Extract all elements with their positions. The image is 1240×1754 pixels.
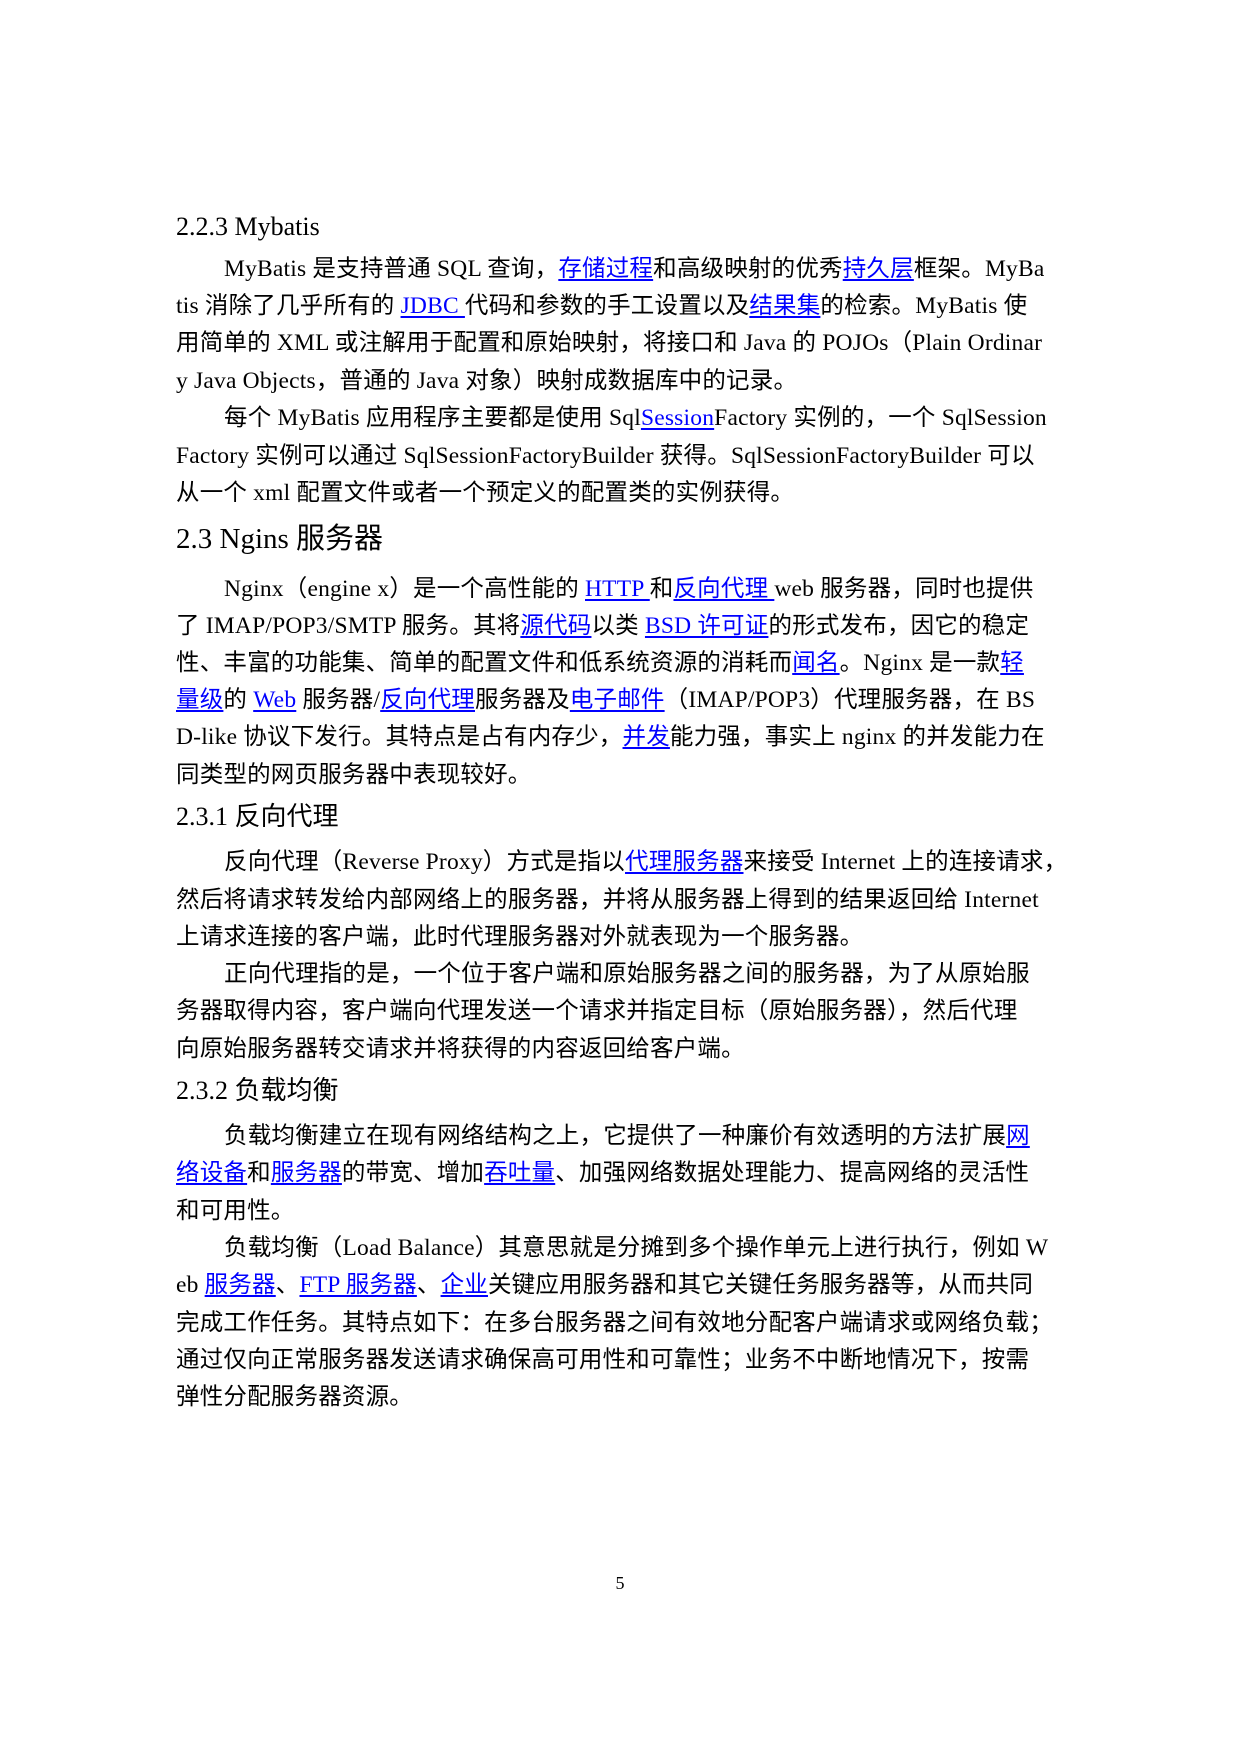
paragraph-line: 完成工作任务。其特点如下：在多台服务器之间有效地分配客户端请求或网络负载；: [176, 1310, 1053, 1336]
link-email[interactable]: 电子邮件: [569, 687, 665, 713]
link-web[interactable]: Web: [253, 687, 297, 713]
text-segment: 代码和参数的手工设置以及: [464, 293, 750, 319]
text-segment: 关键应用服务器和其它关键任务服务器等，从而共同: [487, 1272, 1034, 1298]
paragraph-line: MyBatis 是支持普通 SQL 查询，存储过程和高级映射的优秀持久层框架。M…: [224, 254, 1045, 284]
text-segment: 了 IMAP/POP3/SMTP 服务。其将: [176, 613, 521, 639]
paragraph-line: 务器取得内容，客户端向代理发送一个请求并指定目标（原始服务器），然后代理: [176, 998, 1018, 1024]
link-lightweight-part1[interactable]: 轻: [1000, 650, 1024, 676]
paragraph-line: 负载均衡建立在现有网络结构之上，它提供了一种廉价有效透明的方法扩展网: [224, 1121, 1030, 1151]
paragraph-line: 和可用性。: [176, 1198, 295, 1224]
text-segment: 反向代理（Reverse Proxy）方式是指以: [224, 849, 626, 875]
text-segment: 框架。MyBa: [913, 256, 1045, 282]
text-segment: D-like 协议下发行。其特点是占有内存少，: [176, 724, 623, 750]
paragraph-line: 性、丰富的功能集、简单的配置文件和低系统资源的消耗而闻名。Nginx 是一款轻: [176, 648, 1024, 678]
link-server-2[interactable]: 服务器: [204, 1272, 276, 1298]
paragraph-line: 负载均衡（Load Balance）其意思就是分摊到多个操作单元上进行执行，例如…: [224, 1235, 1049, 1261]
paragraph-line: Factory 实例可以通过 SqlSessionFactoryBuilder …: [176, 443, 1035, 469]
link-server[interactable]: 服务器: [270, 1160, 342, 1186]
link-source-code[interactable]: 源代码: [520, 613, 592, 639]
text-segment: 。Nginx 是一款: [839, 650, 1001, 676]
link-ftp-server[interactable]: FTP 服务器: [299, 1272, 417, 1298]
paragraph-line: 正向代理指的是，一个位于客户端和原始服务器之间的服务器，为了从原始服: [224, 961, 1030, 987]
text-segment: 、加强网络数据处理能力、提高网络的灵活性: [555, 1160, 1030, 1186]
text-segment: 的: [223, 687, 254, 713]
text-segment: Nginx（engine x）是一个高性能的: [224, 576, 585, 602]
paragraph-line: 弹性分配服务器资源。: [176, 1384, 413, 1410]
paragraph-line: 向原始服务器转交请求并将获得的内容返回给客户端。: [176, 1036, 745, 1062]
paragraph-line: 每个 MyBatis 应用程序主要都是使用 SqlSessionFactory …: [224, 403, 1047, 433]
paragraph-line: 反向代理（Reverse Proxy）方式是指以代理服务器来接受 Interne…: [224, 847, 1067, 877]
link-renowned[interactable]: 闻名: [792, 650, 840, 676]
paragraph-line: tis 消除了几乎所有的 JDBC 代码和参数的手工设置以及结果集的检索。MyB…: [176, 291, 1027, 321]
text-segment: 服务器及: [475, 687, 570, 713]
text-segment: tis 消除了几乎所有的: [176, 293, 401, 319]
text-segment: 、: [275, 1272, 300, 1298]
paragraph-line: 同类型的网页服务器中表现较好。: [176, 762, 532, 788]
text-segment: web 服务器，同时也提供: [774, 576, 1034, 602]
text-segment: 和: [649, 576, 674, 602]
text-segment: 性、丰富的功能集、简单的配置文件和低系统资源的消耗而: [176, 650, 793, 676]
link-concurrency[interactable]: 并发: [622, 724, 670, 750]
text-segment: 负载均衡建立在现有网络结构之上，它提供了一种廉价有效透明的方法扩展: [224, 1123, 1007, 1149]
paragraph-line: 从一个 xml 配置文件或者一个预定义的配置类的实例获得。: [176, 480, 795, 506]
link-jdbc[interactable]: JDBC: [400, 293, 465, 319]
heading-nginx: 2.3 Ngins 服务器: [176, 523, 384, 555]
paragraph-line: 上请求连接的客户端，此时代理服务器对外就表现为一个服务器。: [176, 924, 864, 950]
paragraph-line: eb 服务器、FTP 服务器、企业关键应用服务器和其它关键任务服务器等，从而共同: [176, 1270, 1033, 1300]
page-number: 5: [615, 1573, 625, 1593]
paragraph-line: y Java Objects，普通的 Java 对象）映射成数据库中的记录。: [176, 368, 798, 394]
link-throughput[interactable]: 吞吐量: [484, 1160, 556, 1186]
heading-mybatis: 2.2.3 Mybatis: [176, 212, 320, 241]
paragraph-line: 量级的 Web 服务器/反向代理服务器及电子邮件（IMAP/POP3）代理服务器…: [176, 685, 1035, 715]
text-segment: 来接受 Internet 上的连接请求，: [743, 849, 1068, 875]
link-network-device-part1[interactable]: 网: [1006, 1123, 1030, 1149]
text-segment: 、: [416, 1272, 441, 1298]
text-segment: 的检索。MyBatis 使: [820, 293, 1028, 319]
text-segment: 的带宽、增加: [341, 1160, 485, 1186]
text-segment: 服务器/: [296, 687, 381, 713]
paragraph-line: 通过仅向正常服务器发送请求确保高可用性和可靠性；业务不中断地情况下，按需: [176, 1347, 1030, 1373]
paragraph-line: Nginx（engine x）是一个高性能的 HTTP 和反向代理 web 服务…: [224, 574, 1033, 604]
text-segment: 和高级映射的优秀: [653, 256, 843, 282]
link-network-device-part2[interactable]: 络设备: [176, 1160, 248, 1186]
text-segment: 能力强，事实上 nginx 的并发能力在: [669, 724, 1045, 750]
heading-load-balance: 2.3.2 负载均衡: [176, 1076, 339, 1105]
paragraph-line: 络设备和服务器的带宽、增加吞吐量、加强网络数据处理能力、提高网络的灵活性: [176, 1158, 1029, 1188]
paragraph-line: 了 IMAP/POP3/SMTP 服务。其将源代码以类 BSD 许可证的形式发布…: [176, 611, 1029, 641]
heading-reverse-proxy: 2.3.1 反向代理: [176, 802, 339, 831]
text-segment: 每个 MyBatis 应用程序主要都是使用 Sql: [224, 405, 641, 431]
link-persistence-layer[interactable]: 持久层: [842, 256, 914, 282]
link-proxy-server[interactable]: 代理服务器: [625, 849, 744, 875]
link-stored-procedure[interactable]: 存储过程: [558, 256, 654, 282]
paragraph-line: 用简单的 XML 或注解用于配置和原始映射，将接口和 Java 的 POJOs（…: [176, 330, 1043, 356]
link-session[interactable]: Session: [640, 405, 715, 431]
text-segment: MyBatis 是支持普通 SQL 查询，: [224, 256, 559, 282]
link-reverse-proxy-2[interactable]: 反向代理: [380, 687, 475, 713]
link-result-set[interactable]: 结果集: [749, 293, 821, 319]
paragraph-line: 然后将请求转发给内部网络上的服务器，并将从服务器上得到的结果返回给 Intern…: [176, 887, 1039, 913]
link-reverse-proxy[interactable]: 反向代理: [673, 576, 775, 602]
text-segment: （IMAP/POP3）代理服务器，在 BS: [664, 687, 1036, 713]
text-segment: 和: [247, 1160, 271, 1186]
link-enterprise[interactable]: 企业: [440, 1272, 488, 1298]
text-segment: eb: [176, 1272, 205, 1298]
link-bsd-license[interactable]: BSD 许可证: [644, 613, 769, 639]
text-segment: 以类: [591, 613, 645, 639]
text-segment: 的形式发布，因它的稳定: [768, 613, 1030, 639]
paragraph-line: D-like 协议下发行。其特点是占有内存少，并发能力强，事实上 nginx 的…: [176, 722, 1045, 752]
link-lightweight-part2[interactable]: 量级: [176, 687, 224, 713]
text-segment: Factory 实例的，一个 SqlSession: [714, 405, 1047, 431]
link-http[interactable]: HTTP: [585, 576, 650, 602]
